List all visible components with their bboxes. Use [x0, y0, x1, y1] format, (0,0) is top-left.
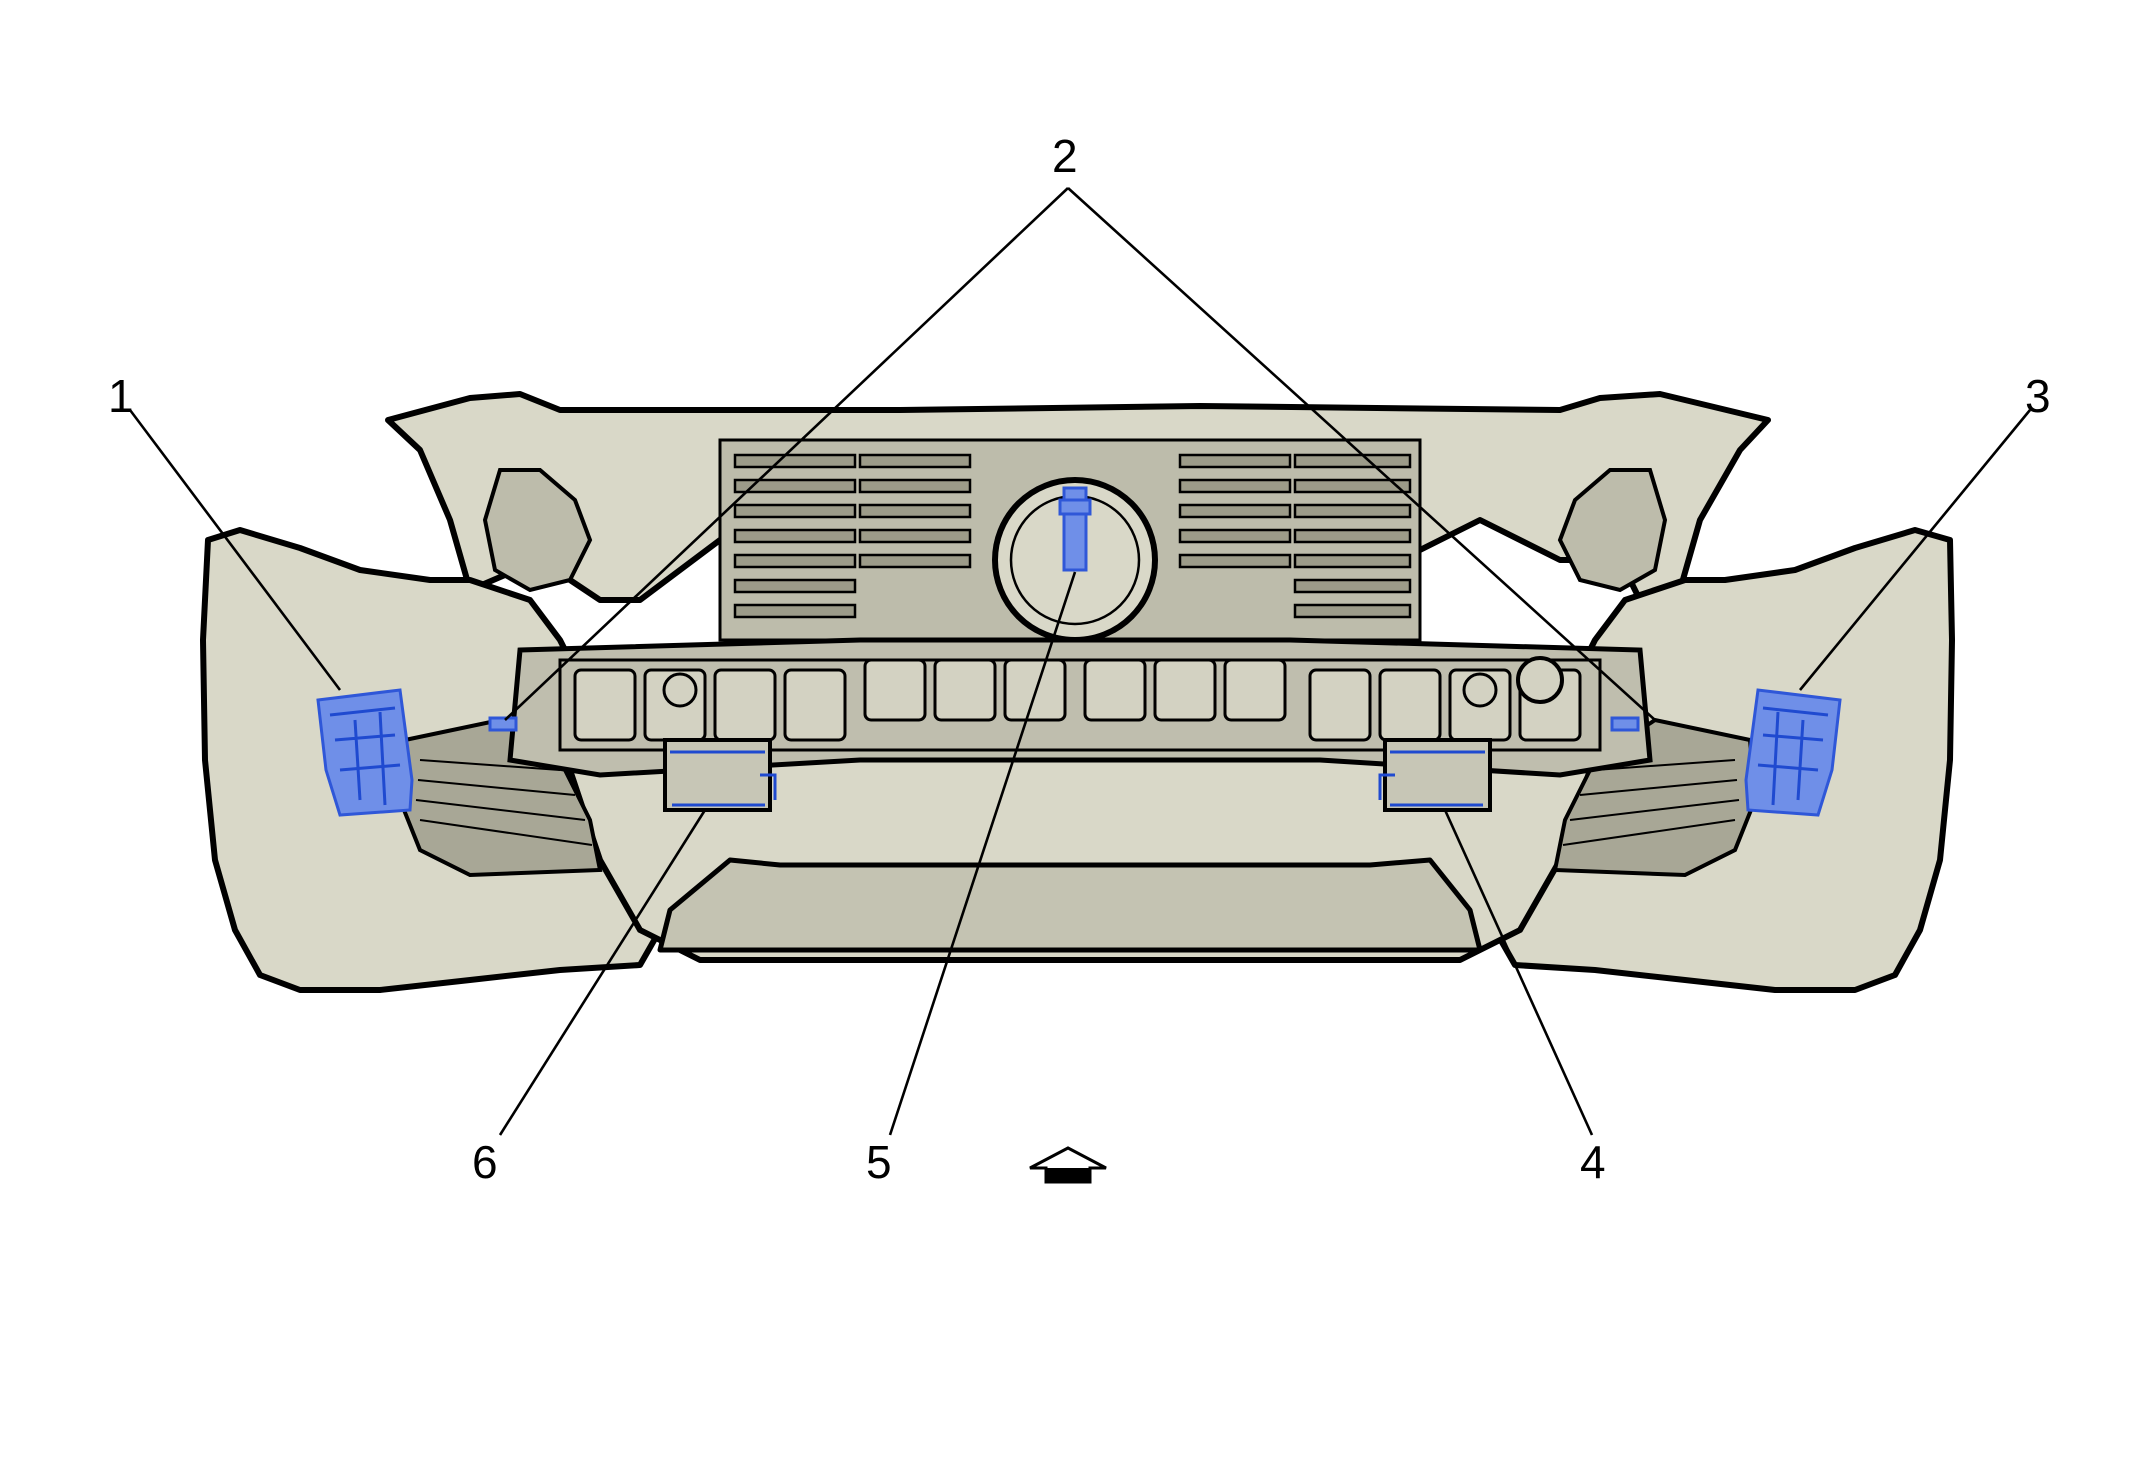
callout-labels: 1 2 3 4 5 6 [108, 130, 2051, 1188]
right-lamp-pocket [1557, 468, 1668, 593]
leader-4 [1443, 809, 1594, 1136]
component-2-right-sensor [1610, 716, 1640, 732]
leader-2-left [504, 187, 1069, 721]
callout-2: 2 [1052, 130, 1078, 182]
lower-grille-opening [657, 857, 1483, 953]
grille-slats-left [733, 453, 972, 619]
callout-6: 6 [472, 1136, 498, 1188]
callout-3: 3 [2025, 370, 2051, 422]
component-3-right-module [1744, 688, 1842, 817]
callout-5: 5 [866, 1136, 892, 1188]
leader-3 [1798, 409, 2032, 691]
callout-4: 4 [1580, 1136, 1606, 1188]
callout-1: 1 [108, 370, 134, 422]
component-6-left-bracket [663, 738, 777, 812]
leader-2-right [1067, 187, 1656, 721]
grille-slats-right [1178, 453, 1412, 619]
left-lamp-pocket [482, 468, 593, 593]
component-1-left-module [316, 688, 414, 817]
leader-1 [128, 409, 342, 691]
leader-lines [128, 187, 2032, 1136]
highlighted-components [316, 486, 1842, 817]
bumper-reinforcement-bar [507, 637, 1653, 778]
component-5-center-sensor [1058, 486, 1092, 572]
leader-6 [498, 809, 707, 1136]
leader-5 [888, 571, 1077, 1136]
forward-arrow-icon [1029, 1146, 1107, 1184]
component-4-right-bracket [1378, 738, 1492, 812]
upper-grille [718, 438, 1422, 643]
component-2-left-sensor [488, 716, 518, 732]
